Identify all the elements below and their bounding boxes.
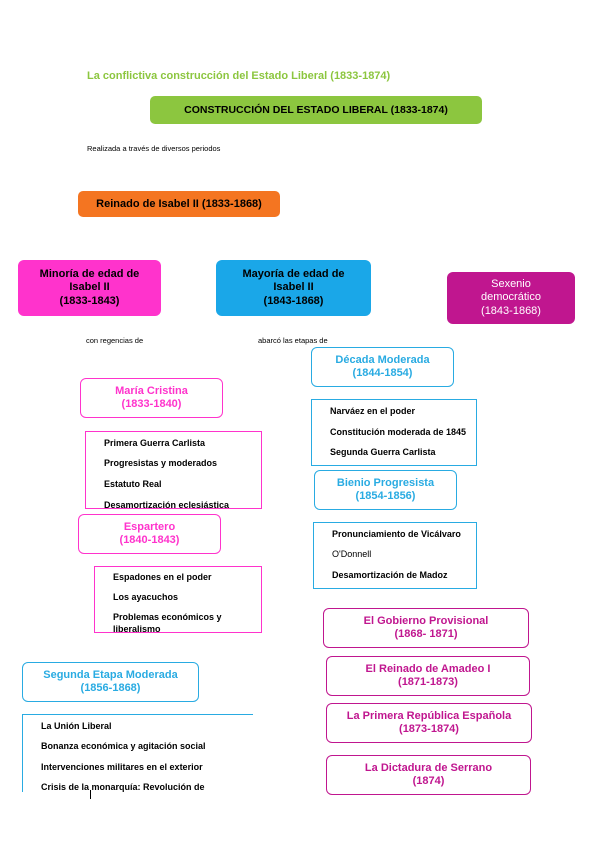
gobierno-dates: (1868- 1871) (394, 628, 458, 640)
segunda-etapa-name: Segunda Etapa Moderada (43, 668, 178, 681)
minoria-line3: (1833-1843) (59, 294, 120, 307)
bienio-box: Bienio Progresista (1854-1856) (314, 470, 457, 510)
mayoria-box: Mayoría de edad de Isabel II (1843-1868) (216, 260, 371, 316)
republica-dates: (1873-1874) (399, 723, 459, 735)
amadeo-dates: (1871-1873) (398, 676, 458, 688)
list-item: Desamortización eclesiástica (104, 500, 230, 509)
espartero-name: Espartero (123, 520, 176, 533)
maria-cristina-name: María Cristina (115, 384, 188, 397)
maria-cristina-box: María Cristina (1833-1840) (80, 378, 223, 418)
sexenio-line3: (1843-1868) (481, 304, 541, 317)
connector-line (90, 790, 91, 799)
list-item: Desamortización de Madoz (332, 570, 448, 580)
gobierno-name: El Gobierno Provisional (363, 614, 489, 627)
intro-text: Realizada a través de diversos periodos (87, 144, 221, 153)
decada-list: Narváez en el poder Constitución moderad… (311, 399, 477, 466)
list-item: Intervenciones militares en el exterior (41, 762, 203, 772)
gobierno-provisional-box: El Gobierno Provisional (1868- 1871) (323, 608, 529, 648)
list-item: Estatuto Real (104, 479, 162, 489)
amadeo-name: El Reinado de Amadeo I (365, 662, 491, 675)
serrano-name: La Dictadura de Serrano (364, 761, 493, 774)
sexenio-line1: Sexenio (491, 278, 531, 291)
bienio-dates: (1854-1856) (355, 490, 416, 502)
mayoria-line3: (1843-1868) (263, 294, 324, 307)
list-item: Crisis de la monarquía: Revolución de (41, 782, 205, 792)
decada-name: Década Moderada (335, 353, 430, 366)
list-item: Narváez en el poder (330, 406, 416, 416)
list-item: Espadones en el poder (113, 572, 212, 582)
mayoria-line2: Isabel II (273, 281, 314, 294)
bienio-name: Bienio Progresista (336, 476, 435, 489)
sexenio-line2: democrático (481, 291, 541, 304)
segunda-etapa-box: Segunda Etapa Moderada (1856-1868) (22, 662, 199, 702)
page-title: La conflictiva construcción del Estado L… (87, 70, 391, 82)
list-item: Pronunciamiento de Vicálvaro (332, 529, 461, 539)
list-item: liberalismo (113, 624, 161, 633)
serrano-box: La Dictadura de Serrano (1874) (326, 755, 531, 795)
list-item: Progresistas y moderados (104, 458, 218, 468)
list-item: Segunda Guerra Carlista (330, 447, 436, 457)
list-item: La Unión Liberal (41, 721, 112, 731)
list-item: Bonanza económica y agitación social (41, 741, 206, 751)
connector-left: con regencias de (86, 336, 144, 345)
list-item: O'Donnell (332, 549, 372, 559)
decada-dates: (1844-1854) (352, 367, 413, 379)
segunda-etapa-dates: (1856-1868) (80, 682, 141, 694)
connector-mid: abarcó las etapas de (258, 336, 328, 345)
republica-name: La Primera República Española (346, 709, 512, 722)
list-item: Constitución moderada de 1845 (330, 427, 467, 437)
decada-box: Década Moderada (1844-1854) (311, 347, 454, 387)
main-banner: CONSTRUCCIÓN DEL ESTADO LIBERAL (1833-18… (150, 96, 482, 124)
maria-cristina-dates: (1833-1840) (121, 398, 182, 410)
amadeo-box: El Reinado de Amadeo I (1871-1873) (326, 656, 530, 696)
minoria-line2: Isabel II (69, 281, 110, 294)
maria-cristina-list: Primera Guerra Carlista Progresistas y m… (85, 431, 262, 509)
bienio-list: Pronunciamiento de Vicálvaro O'Donnell D… (313, 522, 477, 589)
list-item: Problemas económicos y (113, 612, 222, 622)
espartero-dates: (1840-1843) (119, 534, 180, 546)
republica-box: La Primera República Española (1873-1874… (326, 703, 532, 743)
mayoria-line1: Mayoría de edad de (242, 268, 345, 281)
serrano-dates: (1874) (412, 775, 445, 787)
espartero-box: Espartero (1840-1843) (78, 514, 221, 554)
espartero-list: Espadones en el poder Los ayacuchos Prob… (94, 566, 262, 633)
list-item: Primera Guerra Carlista (104, 438, 206, 448)
minoria-box: Minoría de edad de Isabel II (1833-1843) (18, 260, 161, 316)
segunda-etapa-list: La Unión Liberal Bonanza económica y agi… (22, 714, 253, 792)
minoria-line1: Minoría de edad de (39, 268, 140, 281)
reinado-box: Reinado de Isabel II (1833-1868) (78, 191, 280, 217)
sexenio-box: Sexenio democrático (1843-1868) (447, 272, 575, 324)
list-item: Los ayacuchos (113, 592, 179, 602)
